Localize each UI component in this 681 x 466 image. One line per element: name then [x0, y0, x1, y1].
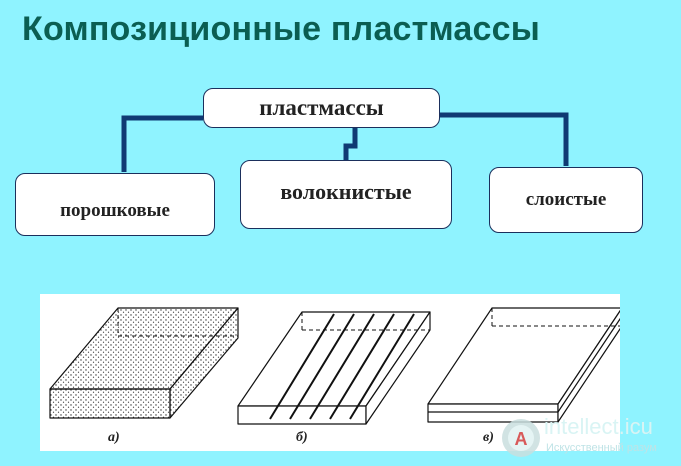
- figure-label-a: а): [108, 430, 120, 445]
- plate-fiber: [237, 311, 431, 425]
- child-node-label: порошковые: [60, 199, 170, 221]
- watermark: A intellect.icu Искусственный разум: [500, 410, 681, 466]
- svg-text:A: A: [515, 429, 528, 449]
- root-node-label: пластмассы: [259, 95, 384, 120]
- child-node-fiber: волокнистые: [240, 160, 452, 229]
- watermark-tagline: Искусственный разум: [546, 442, 657, 454]
- child-node-label: слоистые: [525, 189, 607, 210]
- page-title: Композиционные пластмассы: [22, 10, 540, 48]
- root-node: пластмассы: [203, 88, 440, 128]
- child-node-layered: слоистые: [489, 167, 643, 233]
- child-node-powder: порошковые: [15, 173, 215, 236]
- plate-layered: [427, 307, 620, 423]
- connector-right: [440, 112, 569, 166]
- figure-label-b: б): [296, 430, 308, 445]
- child-node-label: волокнистые: [280, 178, 412, 204]
- brain-logo-icon: A: [502, 419, 540, 457]
- watermark-name: intellect.icu: [544, 414, 653, 439]
- figure-label-c: в): [483, 430, 494, 445]
- plate-powder: [49, 307, 239, 419]
- connector-left: [121, 115, 203, 172]
- connector-middle: [343, 128, 358, 160]
